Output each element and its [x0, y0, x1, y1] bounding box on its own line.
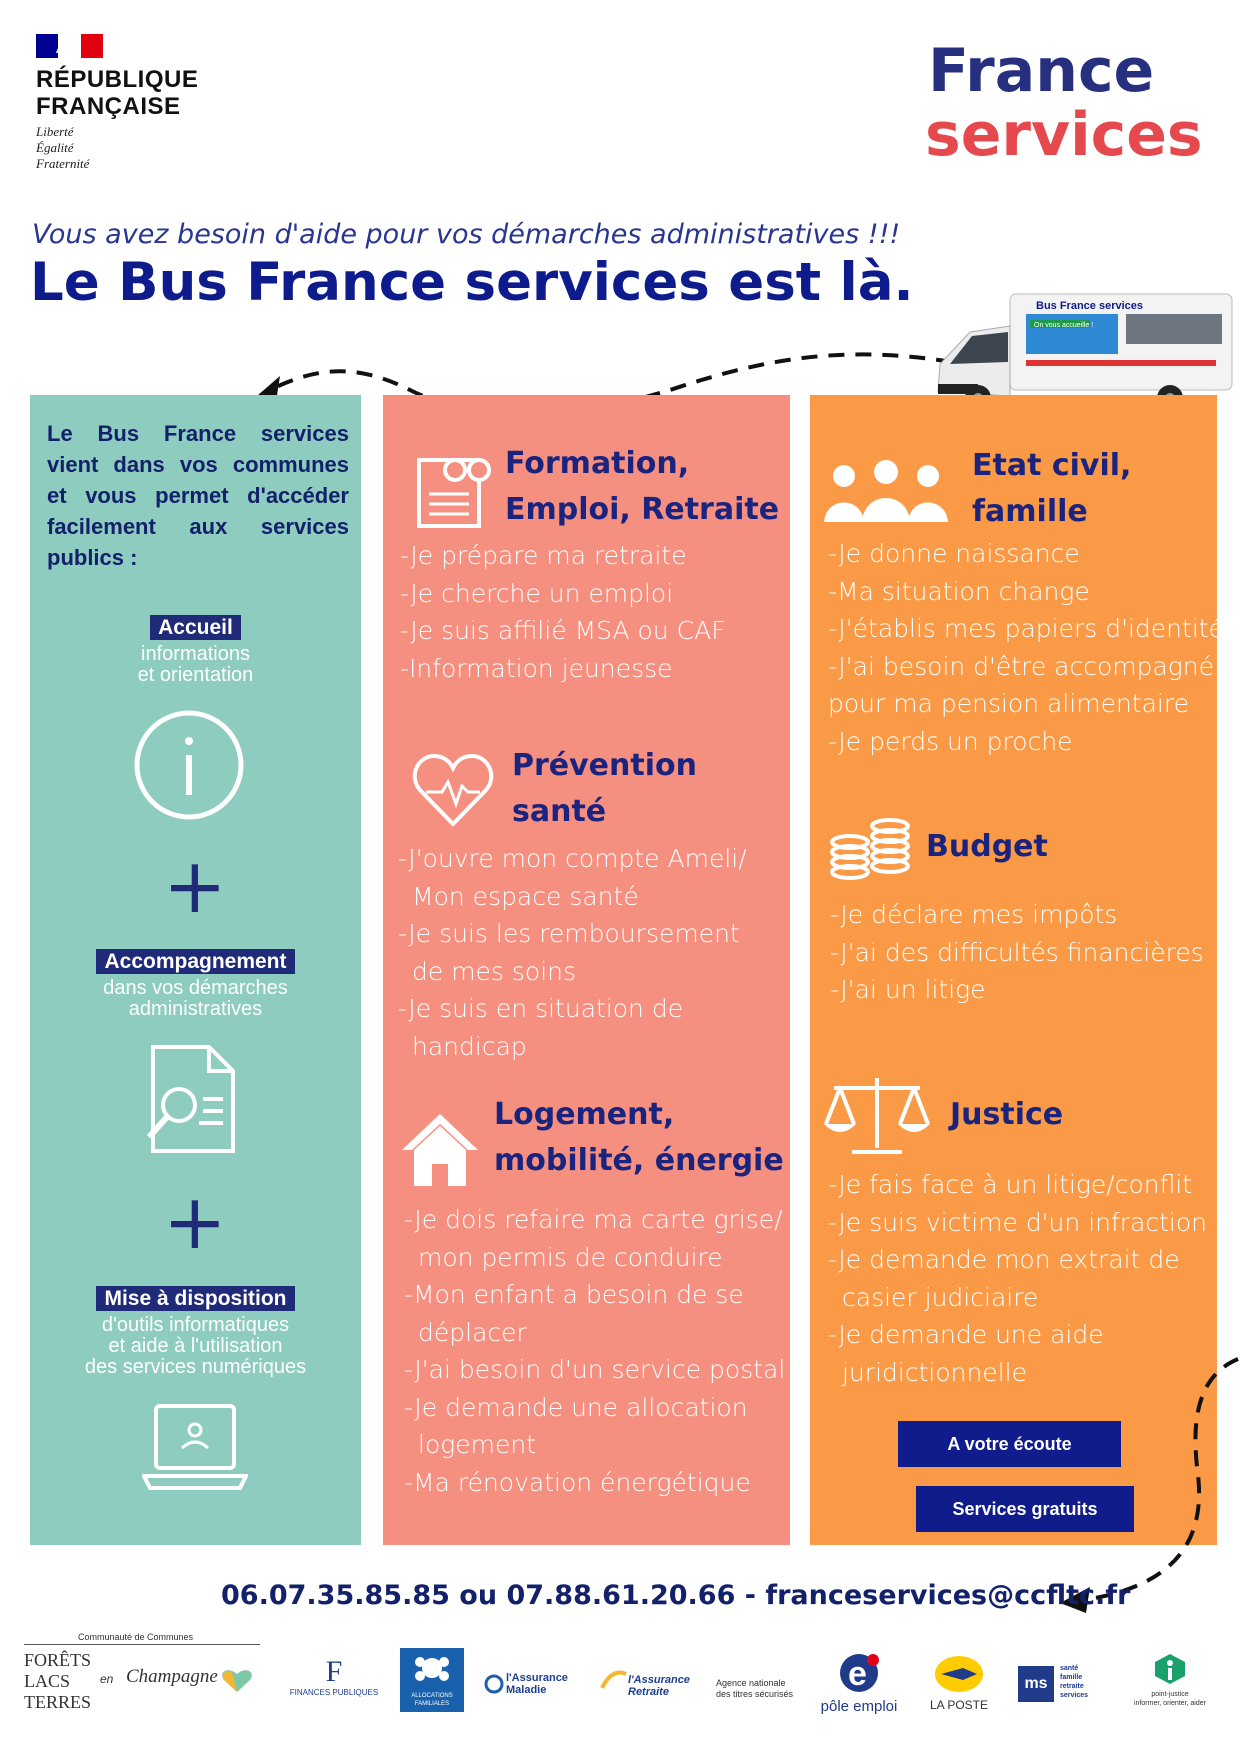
formation-title: Formation,Emploi, Retraite — [505, 446, 780, 527]
family-icon — [824, 460, 948, 522]
mise-a-disposition-label: Mise à disposition — [96, 1286, 295, 1311]
logement-title: Logement,mobilité, énergie — [494, 1097, 784, 1178]
finances-publiques-logo: F FINANCES PUBLIQUES — [289, 1655, 379, 1698]
laptop-icon — [142, 1404, 248, 1490]
budget-items: -Je déclare mes impôts -J'ai des difficu… — [830, 900, 1204, 1004]
etat-civil-items: -Je donne naissance -Ma situation change… — [828, 539, 1224, 756]
bus-sign-text: Bus France services — [1036, 300, 1143, 312]
document-glasses-icon — [417, 458, 491, 528]
dashed-arrow-return-icon — [1060, 1357, 1239, 1613]
page-headline: Le Bus France services est là. — [30, 252, 914, 313]
accompagnement-label: Accompagnement — [96, 949, 295, 974]
justice-items: -Je fais face à un litige/conflit -Je su… — [828, 1170, 1208, 1387]
plus-icon: + — [163, 841, 227, 930]
mise-a-disposition-block: Mise à disposition d'outils informatique… — [30, 1285, 361, 1378]
justice-title: Justice — [950, 1097, 1064, 1132]
info-circle-icon — [134, 710, 244, 820]
accueil-label: Accueil — [150, 615, 241, 640]
col1-intro: Le Bus France services vient dans vos co… — [47, 421, 349, 570]
heart-pulse-icon — [412, 753, 494, 827]
formation-items: -Je prépare ma retraite -Je cherche un e… — [400, 541, 726, 683]
services-gratuits-badge: Services gratuits — [916, 1486, 1134, 1532]
column-employment-health-housing — [383, 395, 790, 1545]
plus-icon: + — [163, 1177, 227, 1266]
scales-icon — [824, 1078, 930, 1154]
marianne-flag-icon — [36, 34, 103, 58]
france-services-logo-line1: France — [928, 36, 1155, 106]
bus-banner-text: On vous accueille ! — [1034, 322, 1093, 329]
svg-text:e: e — [848, 1655, 867, 1693]
prevention-items: -J'ouvre mon compte Ameli/ Mon espace sa… — [398, 844, 747, 1061]
document-search-icon — [146, 1045, 235, 1153]
marianne-profile-icon — [52, 38, 74, 54]
coins-icon — [830, 818, 910, 880]
contact-line: 06.07.35.85.85 ou 07.88.61.20.66 - franc… — [221, 1580, 1131, 1611]
logement-items: -Je dois refaire ma carte grise/ mon per… — [404, 1205, 786, 1497]
la-poste-logo: LA POSTE — [922, 1654, 996, 1712]
a-votre-ecoute-badge: A votre écoute — [898, 1421, 1121, 1467]
heart-logo-icon — [222, 1670, 252, 1692]
etat-civil-title: Etat civil,famille — [972, 448, 1132, 529]
budget-title: Budget — [926, 829, 1048, 864]
column-civil-budget-justice — [810, 395, 1217, 1545]
france-services-logo-line2: services — [925, 100, 1203, 170]
intro-text: Vous avez besoin d'aide pour vos démarch… — [32, 219, 901, 250]
house-icon — [402, 1114, 478, 1186]
pole-emploi-logo: e pôle emploi — [820, 1654, 898, 1715]
